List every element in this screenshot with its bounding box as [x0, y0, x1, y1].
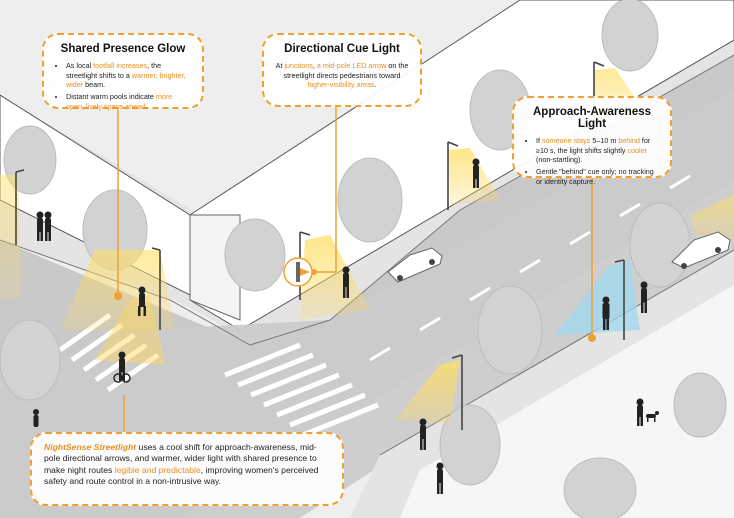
text-segment: .	[145, 101, 148, 111]
text-segment: As local	[66, 61, 94, 70]
approach-awareness-list: If someone stays 5–10 m behind for ≥10 s…	[524, 136, 660, 187]
cyclist-icon	[113, 373, 131, 383]
text-segment: ,	[312, 61, 317, 70]
text-segment: .	[374, 80, 377, 90]
shared-presence-bullet-2: Distant warm pools indicate more open, l…	[66, 92, 192, 111]
cross-road	[0, 90, 734, 518]
approach-awareness-bullet-1: If someone stays 5–10 m behind for ≥10 s…	[536, 136, 660, 165]
highlight-text: legible and predictable	[114, 464, 201, 475]
cool-light-cone	[555, 262, 640, 335]
shared-presence-title: Shared Presence Glow	[60, 43, 186, 55]
highlight-text: footfall increases	[93, 61, 148, 70]
text-segment: Distant warm pools indicate	[66, 92, 156, 102]
highlight-text: behind	[618, 136, 640, 145]
highlight-text: a mid-pole LED arrow	[316, 61, 387, 70]
dog-icon	[646, 411, 659, 422]
approach-awareness-bullet-2: Gentle "behind" cue only; no tracking or…	[536, 167, 660, 186]
text-segment: , improving women's perceived safety and…	[44, 464, 319, 487]
text-segment: for ≥10 s, the light shifts slightly	[536, 136, 651, 155]
highlight-text: warmer, brighter, wider	[66, 70, 186, 90]
directional-cue-callout: Directional Cue Light At junctions, a mi…	[262, 33, 422, 107]
car-2	[671, 231, 731, 269]
pedestrians	[33, 158, 648, 494]
approach-awareness-title: Approach-Awareness Light	[532, 106, 652, 130]
shared-presence-callout: Shared Presence Glow As local footfall i…	[42, 33, 204, 112]
highlight-text: more open, lively space ahead	[66, 92, 173, 111]
highlight-text: someone stays	[542, 136, 591, 145]
text-segment: (non-startling).	[536, 155, 583, 165]
lane-markings	[369, 174, 691, 362]
highlight-text: higher-visibility areas	[307, 80, 375, 90]
highlight-text: cooler	[627, 145, 648, 155]
directional-cue-text: At junctions, a mid-pole LED arrow on th…	[274, 61, 410, 90]
text-segment: If	[536, 136, 542, 145]
car-1	[387, 247, 443, 283]
text-segment: on the streetlight directs pedestrians t…	[283, 61, 409, 80]
leader-dots	[114, 269, 596, 342]
directional-arrow-magnifier	[283, 257, 313, 287]
nightsense-summary-callout: NightSense Streetlight uses a cool shift…	[30, 432, 344, 506]
text-segment: At	[275, 61, 285, 70]
nightsense-summary-text: NightSense Streetlight uses a cool shift…	[44, 442, 330, 487]
text-segment: uses a cool shift for approach-awareness…	[44, 442, 317, 475]
brand-name: NightSense Streetlight	[44, 442, 137, 452]
highlight-text: junctions	[284, 61, 313, 70]
shared-presence-bullet-1: As local footfall increases, the streetl…	[66, 61, 192, 90]
crosswalk-center	[224, 342, 379, 438]
text-segment: 5–10 m	[590, 136, 619, 145]
leader-lines	[117, 103, 593, 432]
directional-cue-title: Directional Cue Light	[284, 43, 400, 55]
approach-awareness-callout: Approach-Awareness Light If someone stay…	[512, 96, 672, 186]
text-segment: beam.	[83, 80, 106, 90]
text-segment: , the streetlight shifts to a	[66, 61, 162, 80]
shared-presence-list: As local footfall increases, the streetl…	[54, 61, 192, 112]
